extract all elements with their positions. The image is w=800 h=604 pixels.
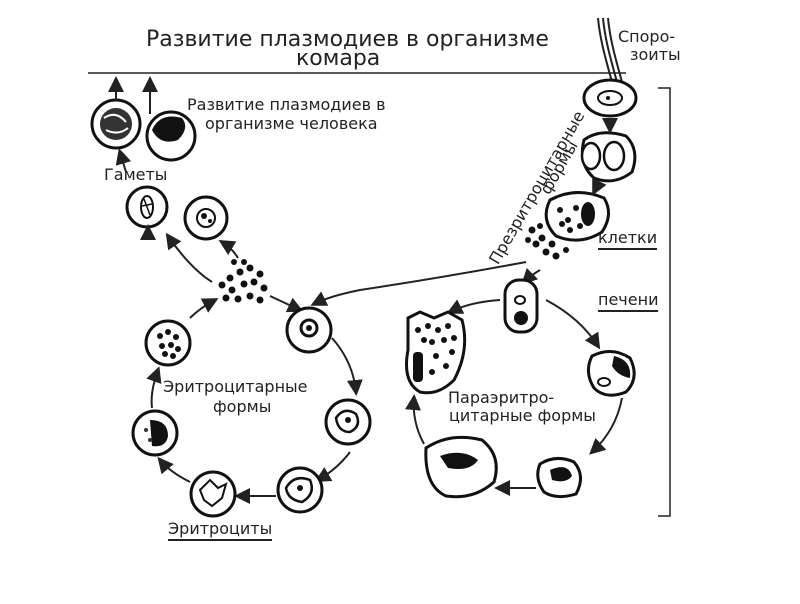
hepatocyte-uninucleate-cell [503, 278, 539, 334]
para-arrow-4 [405, 394, 425, 445]
mature-schizont-cell [144, 319, 192, 367]
sporozoites-label-line1: Споро- [618, 27, 676, 46]
liver-bracket [658, 87, 671, 517]
liver-to-paraerythrocytic-arrow [446, 299, 501, 314]
ring-stage-cell [285, 306, 333, 354]
mosquito-title-line1: Развитие плазмодиев в организме [146, 27, 549, 52]
hepatocyte-cell-bottom-left [424, 435, 498, 499]
para-arrow-2 [589, 397, 623, 455]
trophozoite-cell-2 [276, 466, 324, 514]
merozoite-cluster-left [218, 259, 268, 304]
erythrocytic-cycle-path-4 [157, 456, 191, 483]
cycle-arrow-from-schizont [189, 298, 219, 319]
liver-cells-label-line1: клетки [598, 228, 658, 250]
paraerythrocytic-label-line2: цитарные формы [449, 406, 596, 425]
liver-schizont-cell [544, 191, 610, 242]
cycle-arrow-to-gametocyte-2 [218, 239, 239, 259]
hepatocyte-large-schizont-cell [405, 310, 467, 395]
trophozoite-cell-1 [324, 398, 372, 446]
gametocyte-cell-1 [125, 185, 169, 229]
gamete-arrow-3 [115, 148, 132, 173]
erythrocyte-cell [189, 470, 237, 518]
gametocyte-cell-2 [183, 195, 229, 241]
erythrocytic-cycle-path-5 [146, 366, 162, 409]
liver-to-blood-arrow [310, 261, 527, 306]
gametes-label: Гаметы [104, 165, 168, 184]
gamete-cell-1 [90, 98, 142, 150]
erythrocytic-label-line1: Эритроцитарные [163, 377, 308, 396]
liver-cell-1 [582, 78, 638, 118]
schizont-cell [131, 409, 179, 457]
paraerythrocytic-label-line1: Параэритро- [448, 388, 555, 407]
sporozoites-label-line2: зоиты [630, 45, 681, 64]
hepatocyte-cell-right-1 [587, 350, 636, 397]
cycle-arrow-to-ring [269, 295, 304, 313]
erythrocytic-cycle-path-2 [314, 451, 351, 482]
liver-arrow-2 [592, 177, 607, 196]
liver-cells-label-line2: печени [598, 290, 659, 312]
sporozoite-strands [597, 17, 623, 83]
human-title-line1: Развитие плазмодиев в [187, 95, 386, 114]
cycle-arrow-to-gametes [165, 232, 213, 283]
erythrocytic-label-line2: формы [213, 397, 272, 416]
erythrocytic-cycle-path [331, 337, 363, 396]
erythrocytes-label: Эритроциты [168, 519, 273, 541]
human-title-line2: организме человека [205, 114, 378, 133]
merozoite-cluster-right [525, 223, 569, 260]
liver-cell-2 [580, 131, 637, 183]
hepatocyte-cell-right-2 [536, 457, 582, 499]
para-arrow-1 [545, 299, 601, 350]
gamete-cell-2 [145, 110, 197, 162]
mosquito-title-line2: комара [296, 46, 381, 71]
